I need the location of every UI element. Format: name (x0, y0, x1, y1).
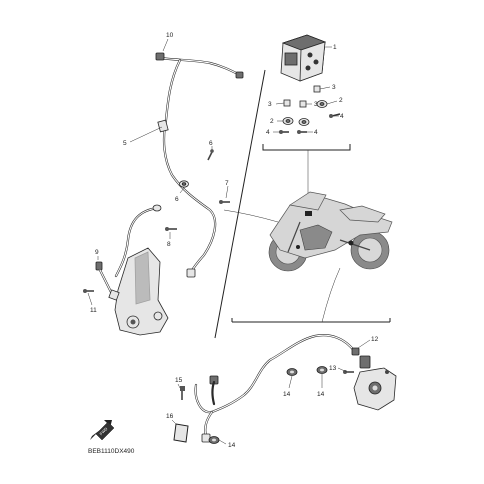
front-arrow-icon: FWD (90, 420, 115, 441)
callout-11: 11 (90, 307, 97, 314)
callout-14-b: 14 (317, 391, 325, 398)
bolt-4-a (329, 113, 341, 118)
damper-2-b (282, 117, 294, 125)
callout-3-b: 3 (268, 101, 272, 108)
callout-13: 13 (329, 365, 337, 372)
callout-10: 10 (166, 32, 174, 39)
front-wheel-sensor-lead (155, 52, 244, 278)
abs-hydraulic-unit (280, 34, 327, 82)
bolt-7 (219, 200, 230, 204)
callout-12: 12 (371, 336, 379, 343)
rear-caliper-bracket (353, 355, 397, 411)
callout-1: 1 (333, 44, 337, 51)
front-fork-outer-tube (114, 204, 169, 336)
callout-9: 9 (95, 249, 99, 256)
bolt-4-b (279, 130, 289, 134)
section-dividers (214, 69, 391, 339)
callout-4-b: 4 (266, 129, 270, 136)
grommet-14-b (316, 366, 328, 374)
callout-4-c: 4 (314, 129, 318, 136)
grommet-14-a (286, 368, 298, 376)
callout-2-a: 2 (339, 97, 343, 104)
clamp-16 (173, 423, 189, 443)
bolt-4-c (297, 130, 307, 134)
callout-3-a: 3 (332, 84, 336, 91)
collar-3-c (299, 100, 307, 108)
collar-3-a (313, 85, 321, 93)
svg-text:FWD: FWD (98, 426, 108, 436)
callout-7: 7 (225, 180, 229, 187)
diagram-code: BEB1110DX490 (88, 448, 135, 455)
damper-2-c (298, 118, 310, 126)
callout-14-c: 14 (228, 442, 236, 449)
bolt-15 (180, 386, 185, 400)
abs-mounting-hardware (279, 85, 341, 134)
callout-2-b: 2 (270, 118, 274, 125)
callout-6-upper: 6 (209, 140, 213, 147)
callout-3-c: 3 (314, 101, 318, 108)
collar-3-b (283, 99, 291, 107)
callout-15: 15 (175, 377, 183, 384)
screw-upper-6 (207, 149, 214, 161)
callout-16: 16 (166, 413, 174, 420)
clamp-6 (179, 180, 189, 188)
bolt-11 (83, 289, 120, 301)
callout-4-a: 4 (340, 113, 344, 120)
callout-6-lower: 6 (175, 196, 179, 203)
grommet-14-c (208, 436, 220, 444)
callout-14-a: 14 (283, 391, 291, 398)
damper-2-a (316, 100, 328, 108)
screw-8 (165, 227, 177, 231)
rear-wheel-sensor-lead (194, 334, 360, 443)
callout-5: 5 (123, 140, 127, 147)
bolt-13 (343, 370, 354, 374)
motorcycle-illustration (268, 191, 393, 272)
callout-8: 8 (167, 241, 171, 248)
bracket-9 (95, 261, 114, 296)
